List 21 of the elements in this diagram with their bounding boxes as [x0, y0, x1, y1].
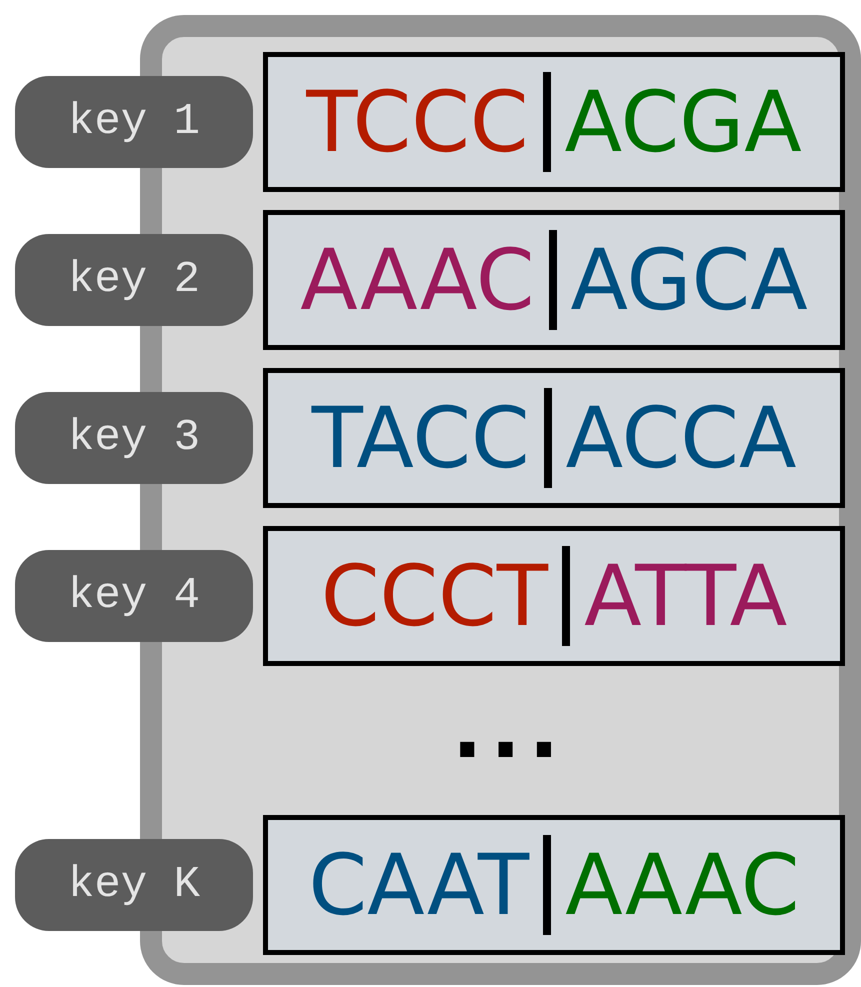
sequence-text: AAAC	[565, 843, 800, 927]
ellipsis: ...	[452, 690, 568, 770]
sequence-text: CAAT	[308, 843, 530, 927]
key-tag: key K	[15, 839, 253, 931]
sequence-text: AAAC	[300, 238, 535, 322]
sequence-card	[263, 368, 845, 508]
sequence-card	[263, 210, 845, 350]
sequence-text: TACC	[312, 396, 530, 480]
sequence-card	[263, 815, 845, 955]
sequence-text: ACCA	[566, 396, 796, 480]
sequence-text: ACGA	[564, 80, 802, 164]
sequence-card	[263, 52, 845, 192]
sequence-text: CCCT	[320, 554, 548, 638]
sequence-card	[263, 526, 845, 666]
key-tag: key 2	[15, 234, 253, 326]
sequence-text: ATTA	[584, 554, 788, 638]
sequence-text: AGCA	[570, 238, 808, 322]
sequence-text: TCCC	[306, 80, 529, 164]
key-tag: key 1	[15, 76, 253, 168]
key-tag: key 4	[15, 550, 253, 642]
key-tag: key 3	[15, 392, 253, 484]
